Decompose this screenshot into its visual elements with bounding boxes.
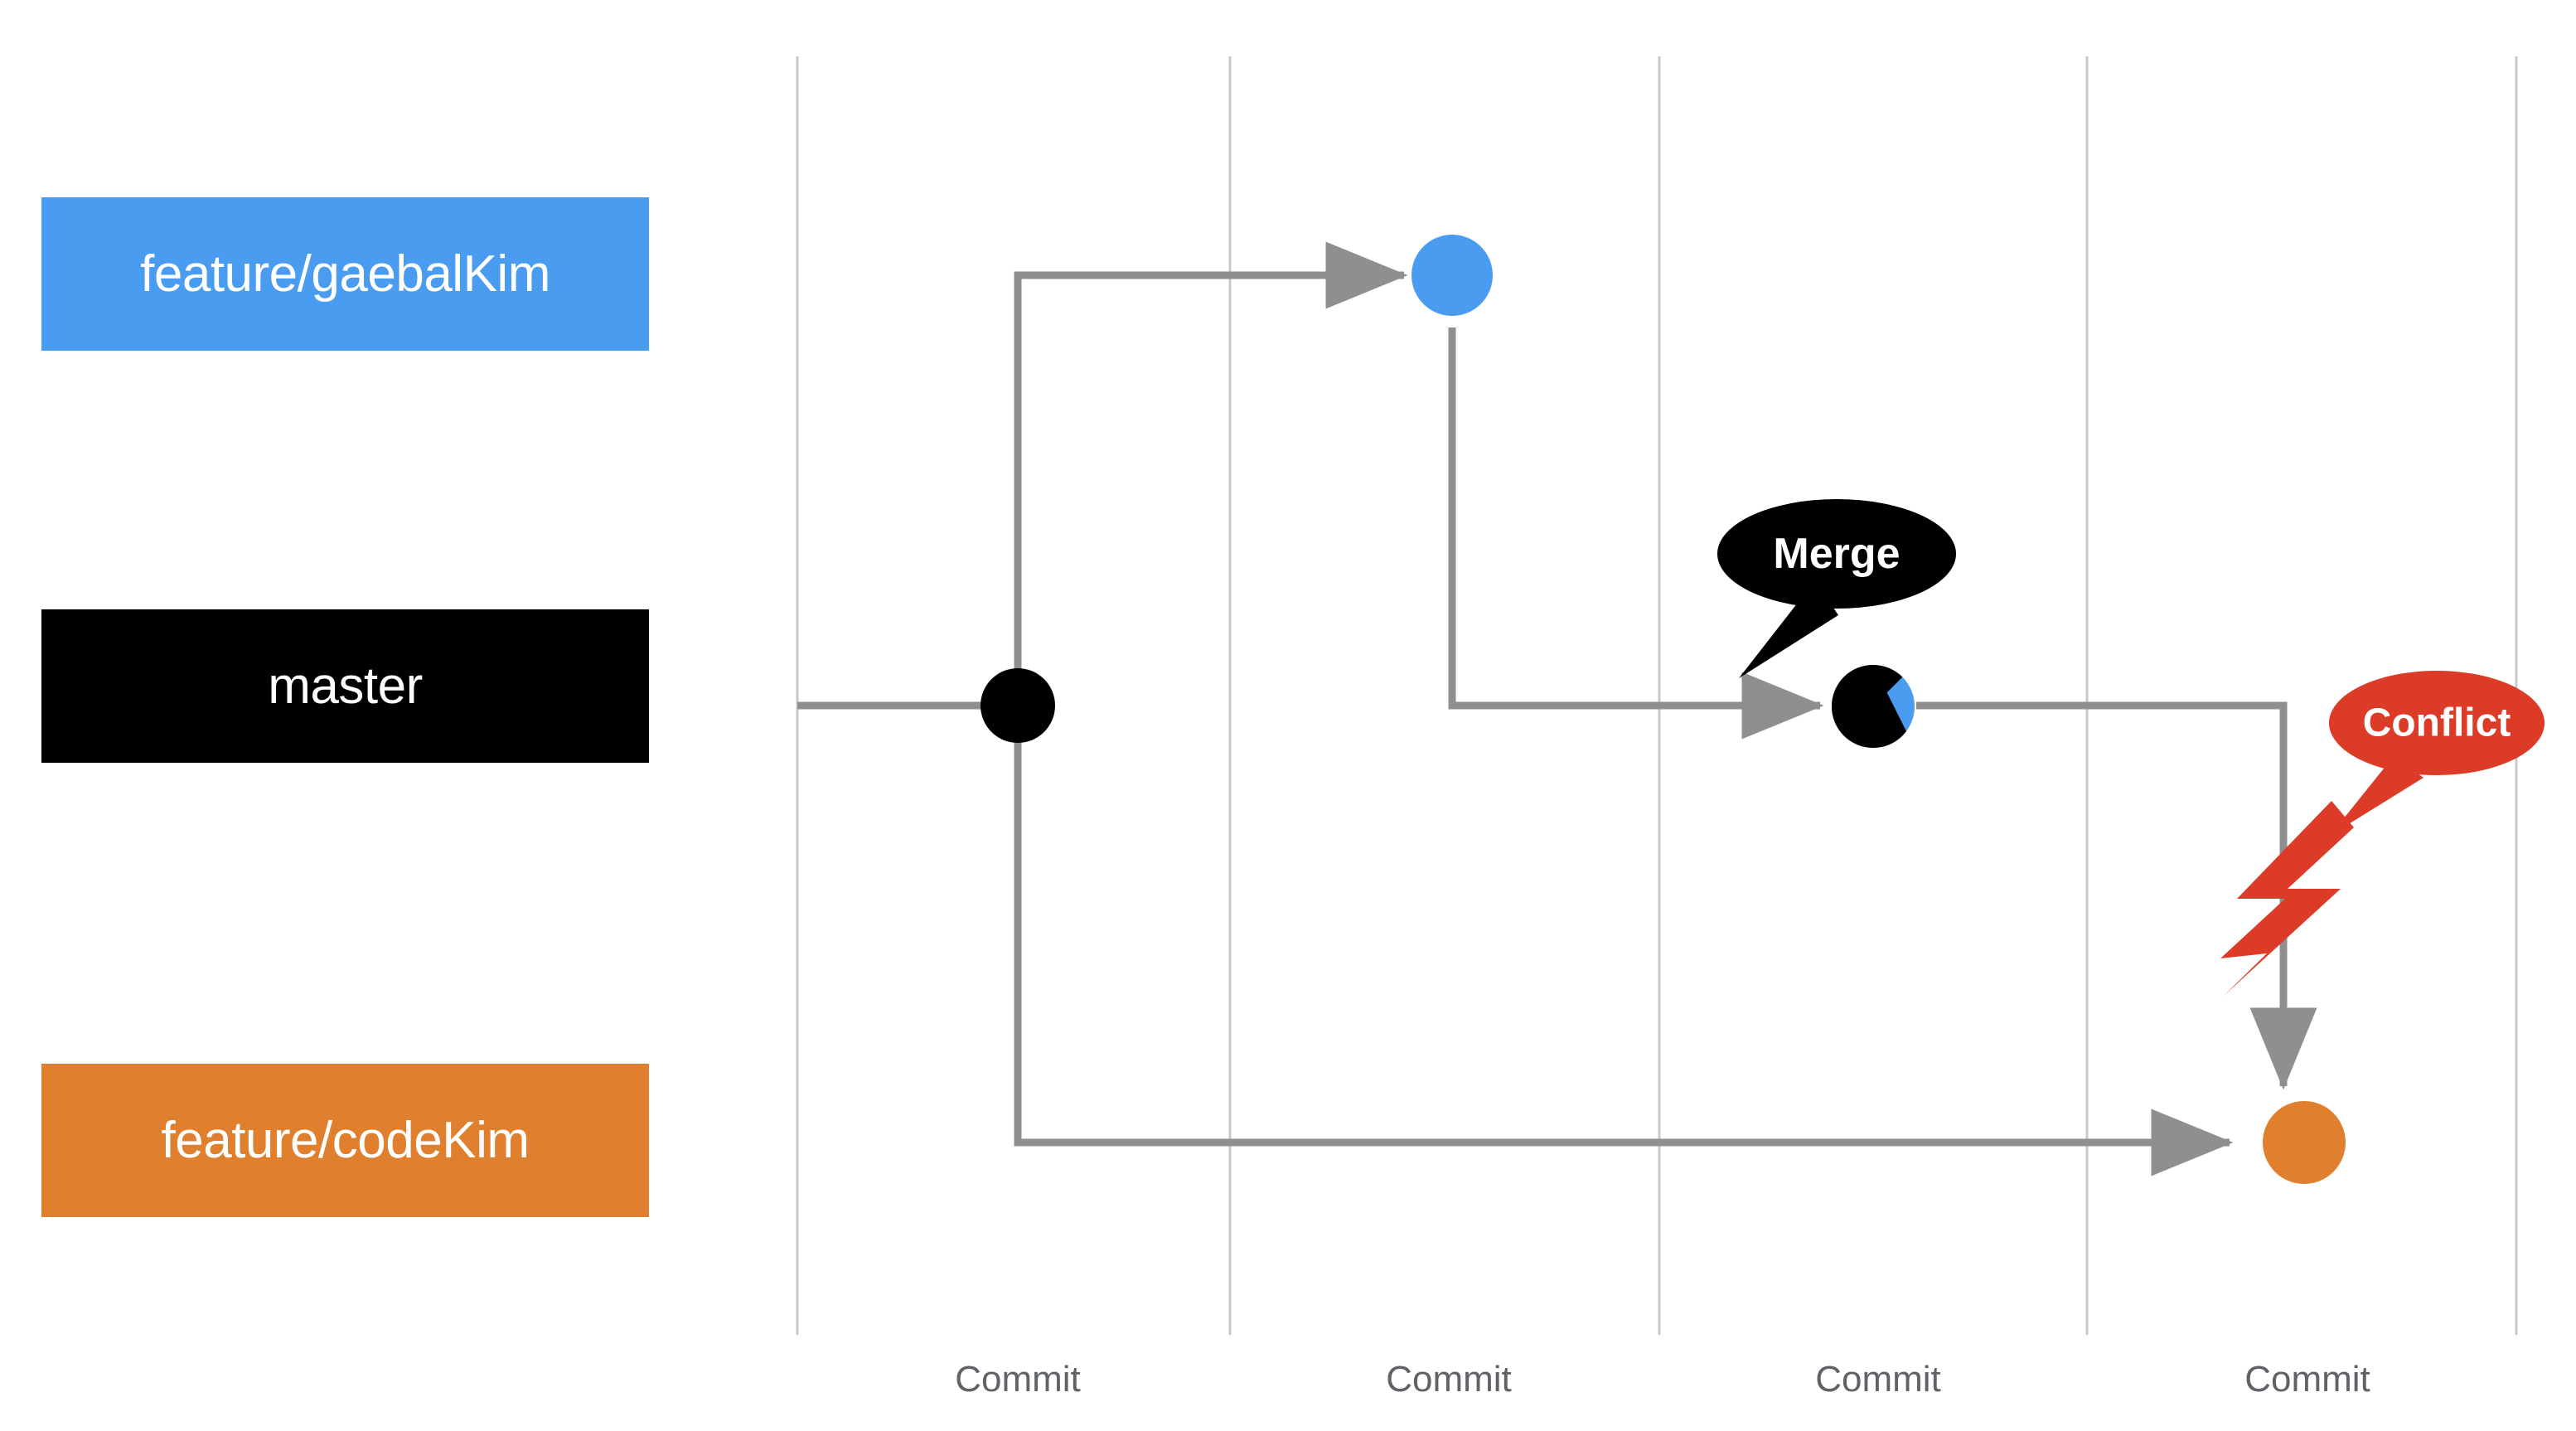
connector-gaebalkim-to-merge [1448, 327, 1824, 740]
conflict-callout[interactable]: Conflict [2329, 671, 2545, 836]
node-codekim-commit[interactable] [2263, 1101, 2346, 1184]
axis-tick-label-3: Commit [1815, 1359, 1941, 1399]
conflict-bolt-icon [2220, 801, 2354, 997]
node-master-base-commit[interactable] [981, 668, 1055, 743]
merge-callout[interactable]: Merge [1717, 499, 1956, 678]
conflict-callout-label: Conflict [2363, 701, 2511, 745]
branch-label-codekim-text: feature/codeKim [161, 1111, 530, 1169]
connector-merge-to-codekim [1916, 701, 2317, 1090]
branch-connectors [797, 241, 2317, 1176]
branch-label-codekim[interactable]: feature/codeKim [41, 1064, 649, 1217]
commit-nodes [981, 235, 2346, 1184]
merge-callout-bubble [1717, 499, 1956, 609]
axis-tick-label-1: Commit [955, 1359, 1081, 1399]
branch-label-gaebalkim-text: feature/gaebalKim [140, 245, 550, 303]
conflict-callout-tail [2330, 756, 2423, 836]
axis-tick-label-2: Commit [1386, 1359, 1512, 1399]
branch-label-master-text: master [268, 657, 423, 715]
merge-callout-label: Merge [1773, 530, 1900, 578]
axis-tick-label-4: Commit [2244, 1359, 2370, 1399]
connector-master-to-codekim [1014, 706, 2234, 1176]
node-gaebalkim-commit[interactable] [1411, 235, 1493, 316]
conflict-callout-bubble [2329, 671, 2545, 775]
branch-label-master[interactable]: master [41, 609, 649, 763]
node-master-merge-commit[interactable] [1782, 661, 1956, 842]
connector-master-to-gaebalkim [1014, 241, 1408, 706]
branch-label-gaebalkim[interactable]: feature/gaebalKim [41, 197, 649, 351]
